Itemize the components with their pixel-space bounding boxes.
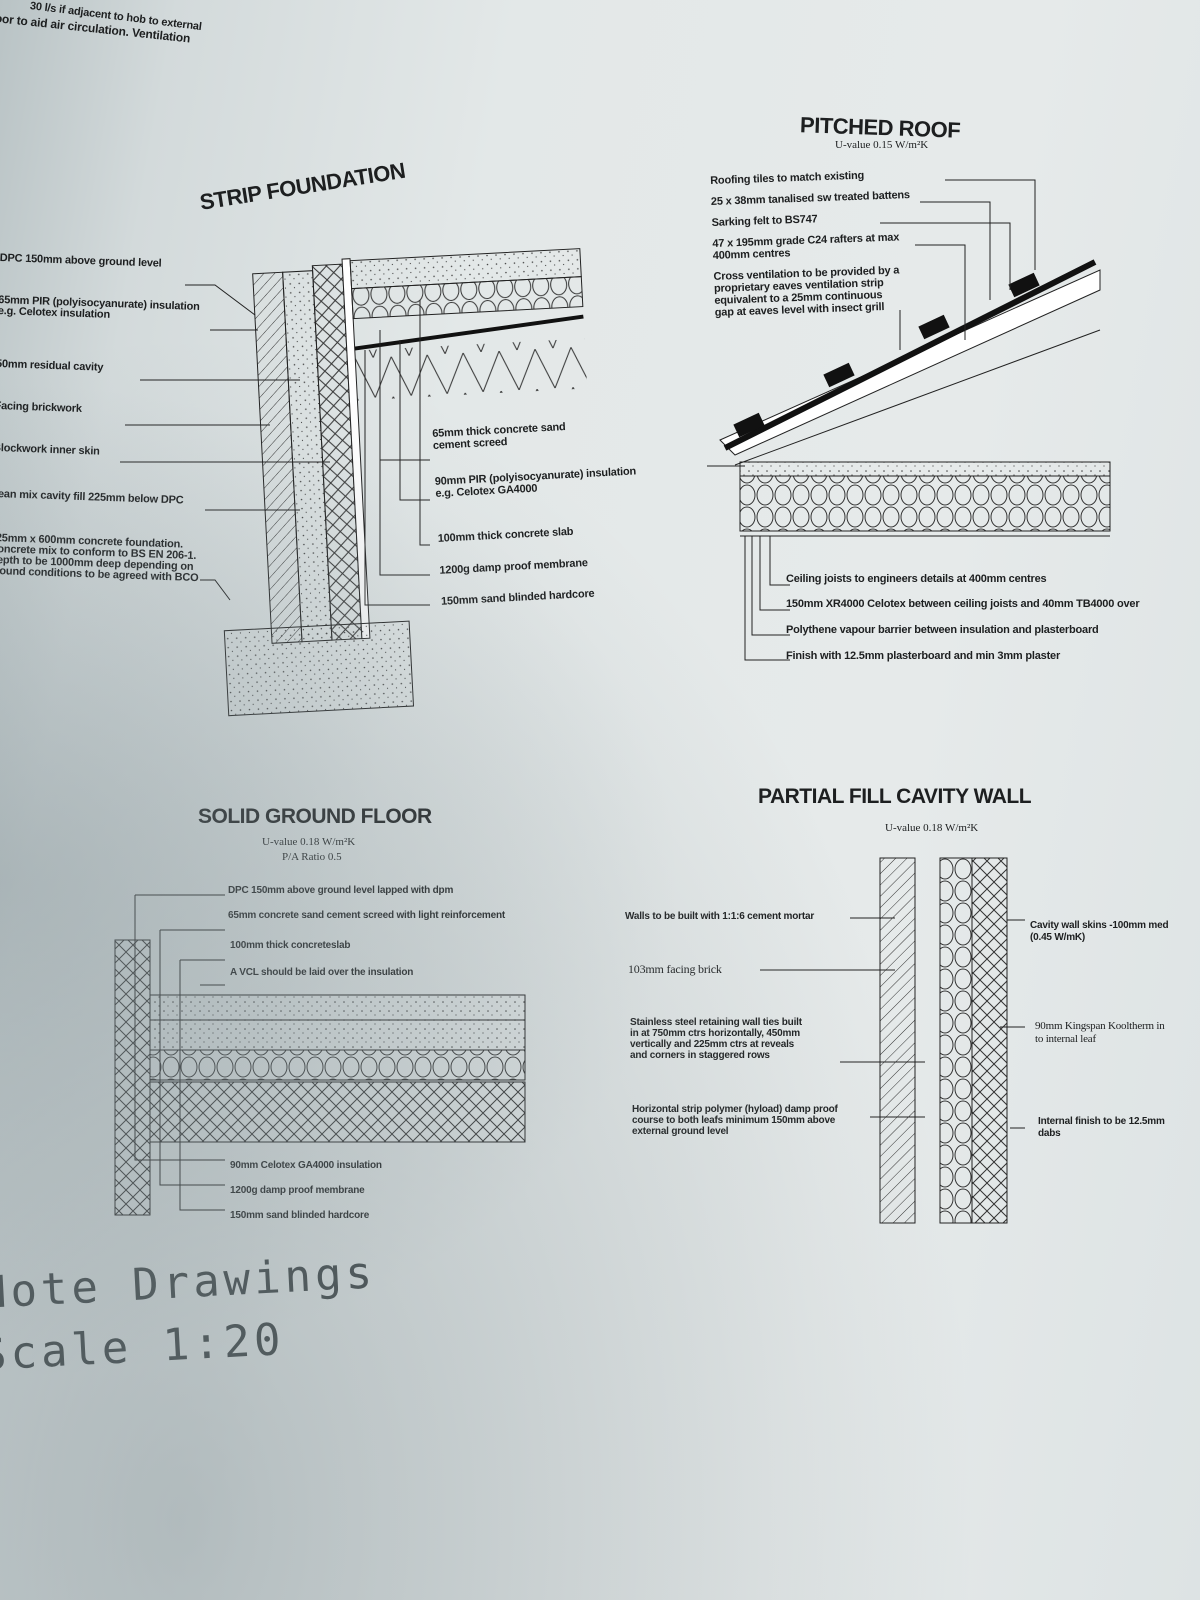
wall-label: vertically and 225mm ctrs at reveals <box>630 1039 795 1050</box>
wall-label: (0.45 W/mK) <box>1030 932 1086 943</box>
wall-label: in at 750mm ctrs horizontally, 450mm <box>630 1028 800 1039</box>
solid-ground-floor-pa-ratio: P/A Ratio 0.5 <box>282 851 342 863</box>
strip-foundation-leaders <box>120 284 430 606</box>
floor-label: 90mm Celotex GA4000 insulation <box>230 1160 382 1171</box>
floor-label: 65mm concrete sand cement screed with li… <box>228 910 506 921</box>
strip-foundation-drawing <box>223 248 588 717</box>
wall-label: Stainless steel retaining wall ties buil… <box>630 1017 802 1028</box>
pitched-roof-u-value: U-value 0.15 W/m²K <box>835 139 929 151</box>
roof-bottom-label: Ceiling joists to engineers details at 4… <box>786 573 1047 585</box>
floor-label: 1200g damp proof membrane <box>230 1185 365 1196</box>
partial-fill-cavity-wall-drawing <box>760 857 1025 1224</box>
wall-label: 103mm facing brick <box>628 962 722 976</box>
wall-label: Cavity wall skins -100mm med <box>1030 920 1169 931</box>
solid-ground-floor-title: SOLID GROUND FLOOR <box>198 805 432 828</box>
roof-bottom-label: 150mm XR4000 Celotex between ceiling joi… <box>786 598 1140 610</box>
solid-ground-floor-u-value: U-value 0.18 W/m²K <box>262 836 356 848</box>
wall-label: Internal finish to be 12.5mm <box>1038 1116 1165 1127</box>
wall-label: 90mm Kingspan Kooltherm in <box>1035 1020 1165 1032</box>
floor-label: 150mm sand blinded hardcore <box>230 1210 370 1221</box>
wall-label: and corners in staggered rows <box>630 1050 770 1061</box>
roof-bottom-label: Finish with 12.5mm plasterboard and min … <box>786 650 1061 662</box>
wall-label: Horizontal strip polymer (hyload) damp p… <box>632 1104 838 1115</box>
wall-label: Walls to be built with 1:1:6 cement mort… <box>625 911 815 922</box>
wall-label: course to both leafs minimum 150mm above <box>632 1115 836 1126</box>
floor-label: DPC 150mm above ground level lapped with… <box>228 885 454 896</box>
cavity-wall-title: PARTIAL FILL CAVITY WALL <box>758 785 1032 808</box>
solid-ground-floor-drawing <box>114 894 526 1216</box>
wall-label: dabs <box>1038 1128 1061 1139</box>
cavity-wall-u-value: U-value 0.18 W/m²K <box>885 822 979 834</box>
floor-label: A VCL should be laid over the insulation <box>230 967 414 978</box>
roof-bottom-label: Polythene vapour barrier between insulat… <box>786 624 1099 636</box>
wall-label: to internal leaf <box>1035 1033 1096 1045</box>
floor-label: 100mm thick concreteslab <box>230 940 351 951</box>
pitched-roof-drawing <box>707 259 1111 661</box>
wall-label: external ground level <box>632 1126 729 1137</box>
pitched-roof-leaders <box>880 179 1036 350</box>
